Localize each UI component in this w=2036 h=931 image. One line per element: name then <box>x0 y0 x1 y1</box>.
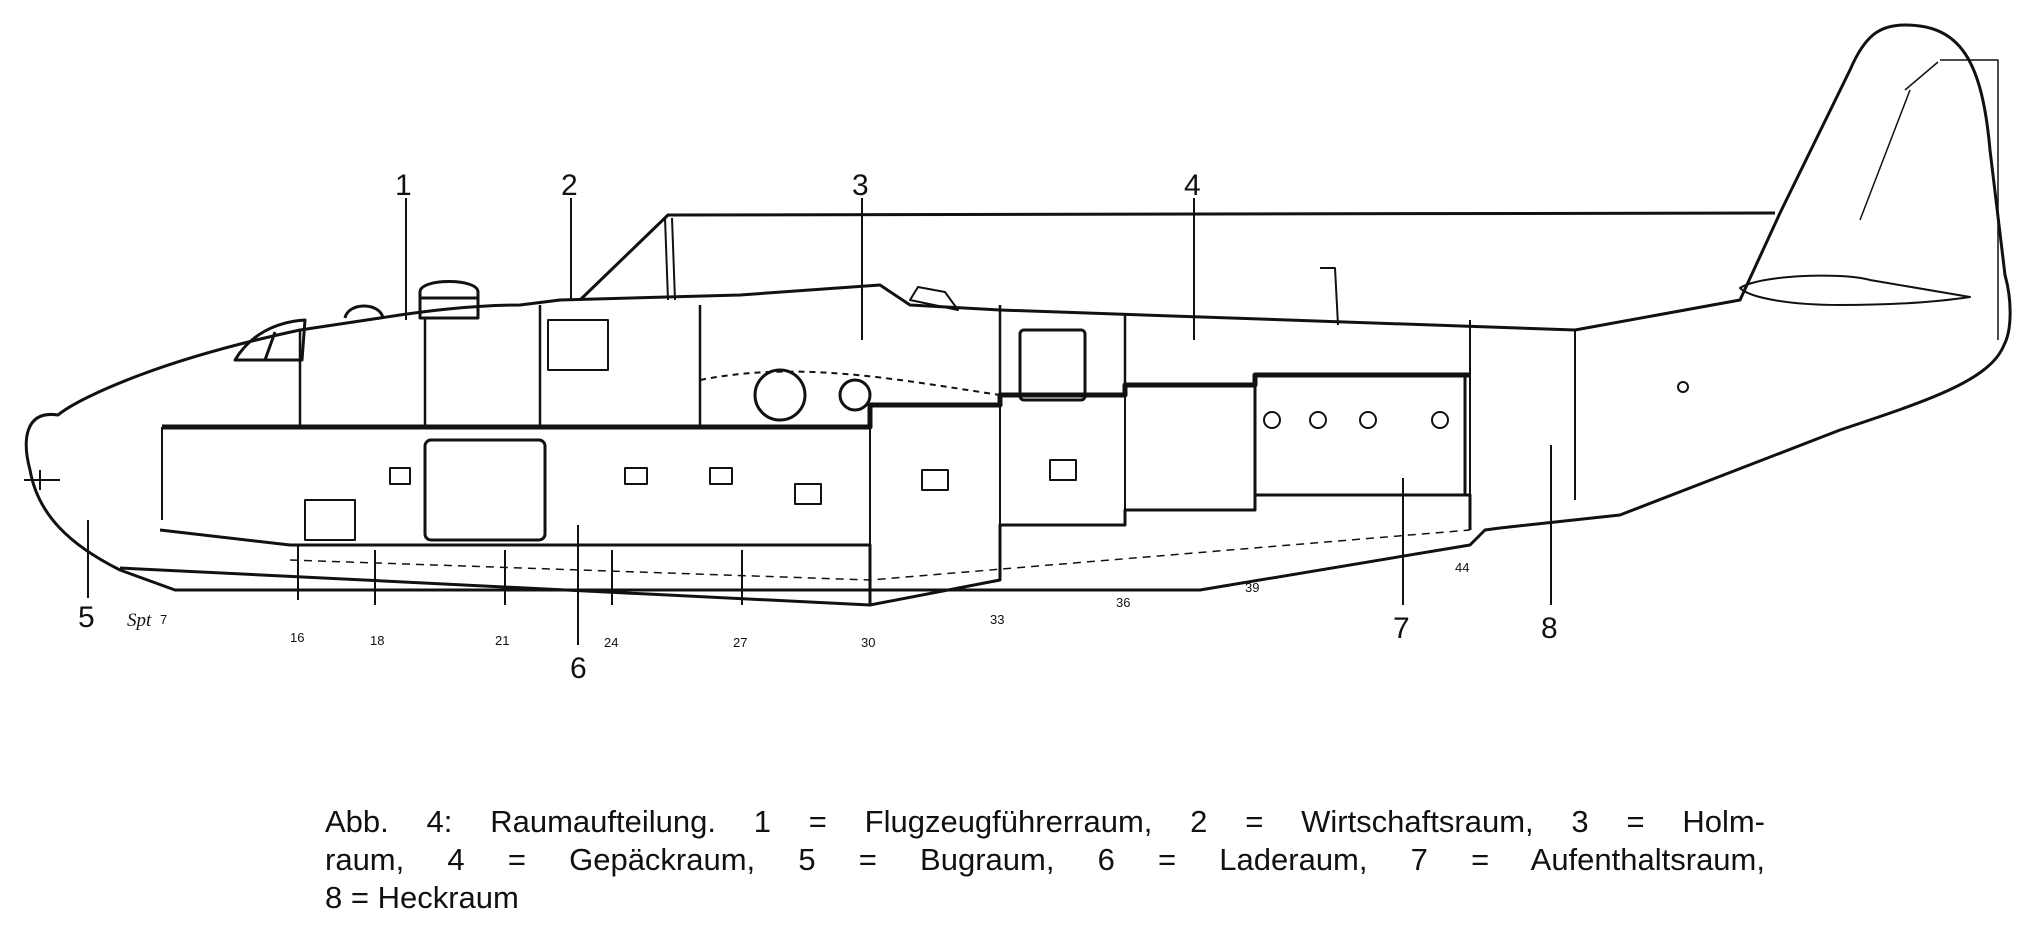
round-portholes <box>1263 381 1689 429</box>
dorsal-turret <box>418 280 480 320</box>
compartment-7-lounge <box>1253 373 1467 497</box>
nose-tip <box>24 470 60 490</box>
cockpit-canopy <box>233 318 307 362</box>
frame-label-27: 27 <box>733 635 747 650</box>
lower-bulkheads <box>297 385 1256 605</box>
frame-label-33: 33 <box>990 612 1004 627</box>
frame-prefix-label: Spt <box>127 610 152 631</box>
frame-label-30: 30 <box>861 635 875 650</box>
caption-line-2: raum, 4 = Gepäckraum, 5 = Bugraum, 6 = L… <box>325 842 1765 877</box>
frame-label-24: 24 <box>604 635 618 650</box>
hull-waterline <box>289 529 1471 581</box>
frame-label-21: 21 <box>495 633 509 648</box>
frame-label-7: 7 <box>160 612 167 627</box>
spar-room-diagonal <box>699 370 1001 396</box>
frame-label-44: 44 <box>1455 560 1469 575</box>
wing-outline <box>578 211 1776 302</box>
tail-fin-inner <box>1859 59 1999 340</box>
fuselage-windows <box>389 459 1077 505</box>
caption-line-3: 8 = Heckraum <box>325 880 519 915</box>
caption-line-1: Abb. 4: Raumaufteilung. 1 = Flugzeugführ… <box>325 804 1765 839</box>
compartment-label-5: 5 <box>78 601 95 634</box>
cargo-door <box>423 438 547 542</box>
upper-bulkheads <box>298 305 1127 427</box>
bow-equipment <box>304 499 356 541</box>
antenna-mast <box>664 217 1339 326</box>
spar-room-tank <box>753 368 807 422</box>
compartment-label-1: 1 <box>395 169 412 202</box>
compartment-boundaries <box>161 320 1576 530</box>
figure-caption: Abb. 4: Raumaufteilung. 1 = Flugzeugführ… <box>325 803 1765 917</box>
frame-label-36: 36 <box>1116 595 1130 610</box>
astrodome <box>343 304 385 319</box>
compartment-label-8: 8 <box>1541 612 1558 645</box>
hull-keel <box>119 566 871 607</box>
compartment-label-4: 4 <box>1184 169 1201 202</box>
intake <box>909 286 959 311</box>
compartment-4-door <box>1018 328 1087 402</box>
galley-equipment <box>547 319 609 371</box>
horizontal-stabilizer <box>1739 274 1971 306</box>
compartment-label-2: 2 <box>561 169 578 202</box>
frame-label-18: 18 <box>370 633 384 648</box>
compartment-label-7: 7 <box>1393 612 1410 645</box>
upper-deck-floor <box>162 372 1470 430</box>
frame-label-16: 16 <box>290 630 304 645</box>
spar-room-hatch <box>838 378 872 412</box>
fuselage-outline <box>24 23 2012 592</box>
compartment-label-3: 3 <box>852 169 869 202</box>
compartment-label-6: 6 <box>570 652 587 685</box>
frame-label-39: 39 <box>1245 580 1259 595</box>
